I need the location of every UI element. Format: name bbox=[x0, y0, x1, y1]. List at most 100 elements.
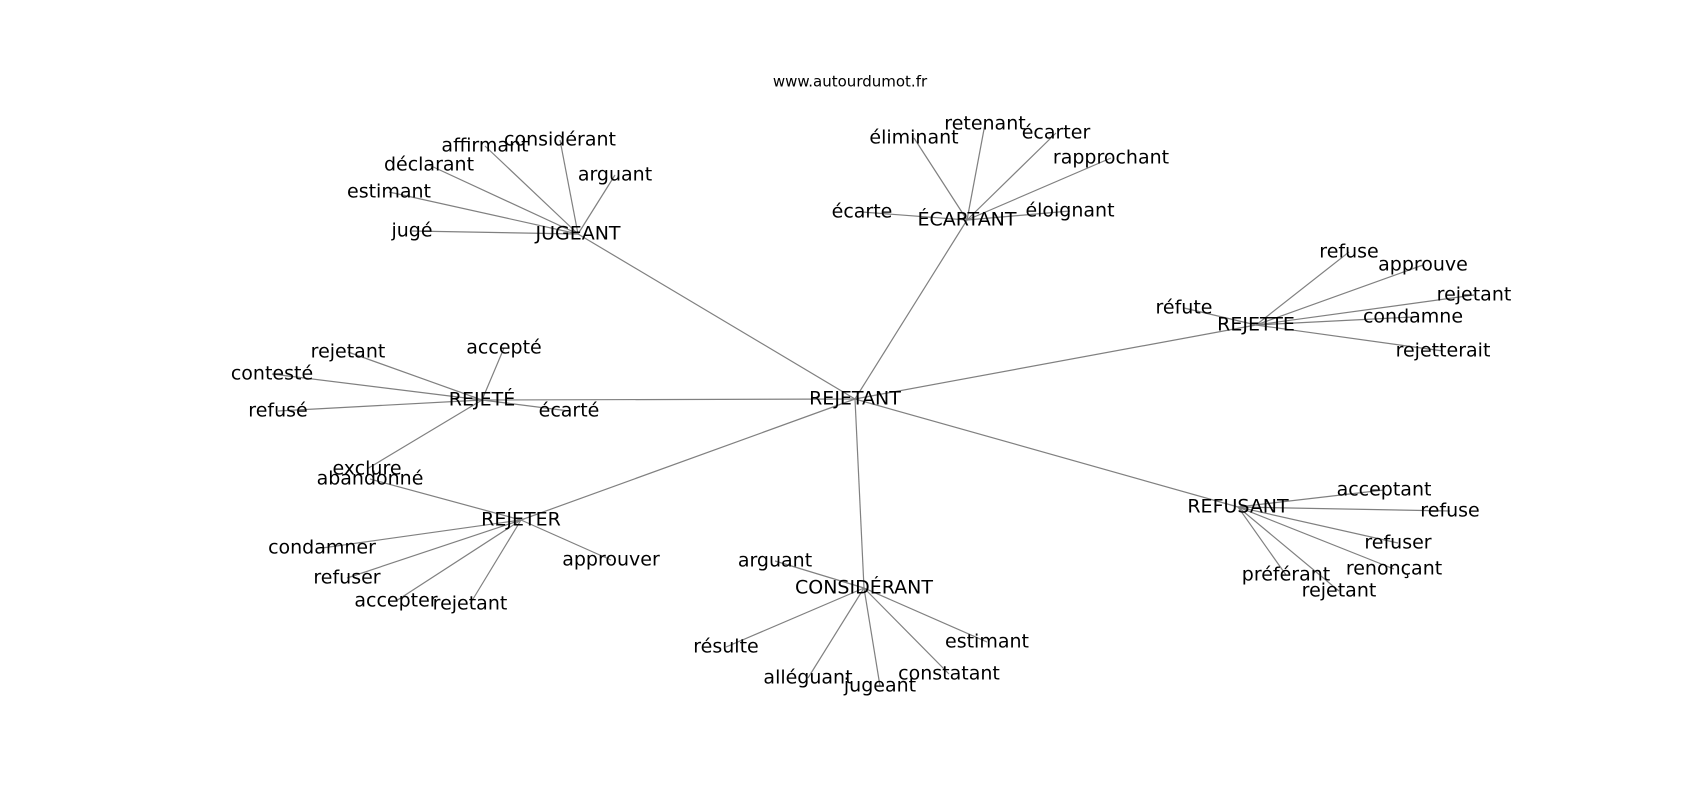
edge-hub-to-leaf bbox=[428, 164, 579, 235]
edge-hub-to-leaf bbox=[863, 587, 881, 687]
leaf-node-label: contesté bbox=[231, 363, 313, 385]
leaf-node-label: accepter bbox=[354, 590, 437, 612]
edge-hub-to-leaf bbox=[1237, 506, 1287, 576]
leaf-node-label: exclure bbox=[332, 458, 401, 480]
leaf-node-label: condamne bbox=[1363, 306, 1463, 328]
graph-edges bbox=[271, 123, 1475, 687]
hub-node-label: REJETÉ bbox=[449, 388, 515, 411]
edge-hub-to-leaf bbox=[1237, 506, 1451, 512]
leaf-node-label: refuse bbox=[1420, 500, 1479, 522]
edge-center-to-hub bbox=[854, 398, 865, 589]
edge-hub-to-leaf bbox=[346, 519, 522, 579]
leaf-node-label: réfute bbox=[1156, 297, 1213, 319]
hub-node-label: REFUSANT bbox=[1187, 496, 1289, 518]
edge-hub-to-leaf bbox=[277, 399, 483, 412]
leaf-node-label: rejetant bbox=[311, 341, 386, 363]
leaf-node-label: considérant bbox=[504, 129, 616, 151]
edge-hub-to-leaf bbox=[577, 174, 616, 235]
leaf-node-label: acceptant bbox=[1337, 479, 1432, 501]
edge-center-to-hub bbox=[854, 398, 1239, 508]
edge-hub-to-leaf bbox=[469, 519, 522, 605]
edge-hub-to-leaf bbox=[411, 230, 579, 235]
edge-center-to-hub bbox=[481, 398, 856, 401]
edge-hub-to-leaf bbox=[520, 519, 612, 561]
leaf-node-label: arguant bbox=[738, 550, 812, 572]
leaf-node-label: jugeant bbox=[843, 675, 916, 697]
edge-hub-to-leaf bbox=[366, 399, 483, 470]
leaf-node-label: retenant bbox=[944, 113, 1025, 135]
edge-center-to-hub bbox=[854, 219, 968, 400]
leaf-node-label: jugé bbox=[390, 220, 432, 242]
leaf-node-label: rejetant bbox=[1302, 580, 1377, 602]
edge-hub-to-leaf bbox=[1237, 506, 1399, 544]
edge-hub-to-leaf bbox=[347, 351, 483, 401]
leaf-node-label: éliminant bbox=[869, 127, 958, 149]
edge-hub-to-leaf bbox=[807, 587, 865, 679]
edge-hub-to-leaf bbox=[1255, 264, 1424, 326]
edge-hub-to-leaf bbox=[321, 519, 522, 549]
edge-hub-to-leaf bbox=[863, 587, 988, 643]
leaf-node-label: constatant bbox=[898, 663, 1000, 685]
edge-hub-to-leaf bbox=[861, 211, 968, 221]
edge-center-to-hub bbox=[577, 233, 856, 400]
site-url: www.autourdumot.fr bbox=[773, 73, 928, 91]
leaf-node-label: rejetant bbox=[1437, 284, 1512, 306]
leaf-node-label: écarte bbox=[832, 201, 893, 223]
edge-hub-to-leaf bbox=[966, 132, 1057, 221]
edge-center-to-hub bbox=[854, 324, 1257, 400]
leaf-node-label: écarté bbox=[539, 400, 600, 422]
leaf-node-label: déclarant bbox=[384, 154, 474, 176]
leaf-node-label: rejetterait bbox=[1396, 340, 1491, 362]
leaf-node-label: refuser bbox=[1364, 532, 1431, 554]
edge-hub-to-leaf bbox=[966, 210, 1071, 221]
edge-hub-to-leaf bbox=[1255, 294, 1475, 326]
leaf-node-label: refusé bbox=[248, 400, 307, 422]
center-node-label: REJETANT bbox=[809, 388, 901, 410]
edge-hub-to-leaf bbox=[1237, 489, 1385, 508]
edge-hub-to-leaf bbox=[1183, 307, 1257, 326]
leaf-node-label: alléguant bbox=[763, 667, 852, 689]
leaf-node-label: éloignant bbox=[1025, 200, 1114, 222]
edge-hub-to-leaf bbox=[1255, 251, 1350, 326]
edge-hub-to-leaf bbox=[271, 373, 483, 401]
hub-node-label: REJETER bbox=[481, 509, 561, 531]
edge-hub-to-leaf bbox=[1237, 506, 1395, 570]
leaf-node-label: écarter bbox=[1022, 122, 1091, 144]
leaf-node-label: approuve bbox=[1378, 254, 1468, 276]
leaf-node-label: condamner bbox=[268, 537, 376, 559]
edge-hub-to-leaf bbox=[966, 157, 1112, 221]
edge-hub-to-leaf bbox=[1255, 316, 1414, 326]
leaf-node-label: préférant bbox=[1242, 564, 1330, 586]
leaf-node-label: estimant bbox=[945, 631, 1029, 653]
edge-hub-to-leaf bbox=[725, 587, 865, 648]
leaf-node-label: estimant bbox=[347, 181, 431, 203]
edge-hub-to-leaf bbox=[1237, 506, 1340, 592]
edge-hub-to-leaf bbox=[395, 519, 522, 602]
edge-hub-to-leaf bbox=[559, 139, 579, 235]
graph-labels: jugé estimant déclarantaffirmantconsidéran… bbox=[231, 113, 1511, 697]
leaf-node-label: renonçant bbox=[1346, 558, 1442, 580]
leaf-node-label: affirmant bbox=[441, 135, 528, 157]
edge-hub-to-leaf bbox=[481, 347, 505, 401]
edge-hub-to-leaf bbox=[1255, 324, 1444, 352]
edge-hub-to-leaf bbox=[774, 560, 865, 589]
edge-hub-to-leaf bbox=[966, 123, 986, 221]
leaf-node-label: rapprochant bbox=[1053, 147, 1169, 169]
hub-node-label: CONSIDÉRANT bbox=[795, 576, 933, 599]
hub-node-label: JUGEANT bbox=[534, 223, 620, 245]
edge-hub-to-leaf bbox=[481, 399, 570, 412]
leaf-node-label: résulte bbox=[693, 636, 758, 658]
edge-hub-to-leaf bbox=[369, 478, 522, 521]
leaf-node-label: accepté bbox=[466, 337, 541, 359]
hub-node-label: REJETTE bbox=[1217, 314, 1295, 336]
edge-center-to-hub bbox=[520, 398, 856, 521]
edge-hub-to-leaf bbox=[388, 191, 579, 235]
leaf-node-label: arguant bbox=[578, 164, 652, 186]
leaf-node-label: rejetant bbox=[433, 593, 508, 615]
edge-hub-to-leaf bbox=[913, 137, 968, 221]
edge-hub-to-leaf bbox=[484, 145, 579, 235]
edge-hub-to-leaf bbox=[863, 587, 950, 675]
hub-node-label: ÉCARTANT bbox=[917, 208, 1016, 231]
leaf-node-label: approuver bbox=[562, 549, 660, 571]
